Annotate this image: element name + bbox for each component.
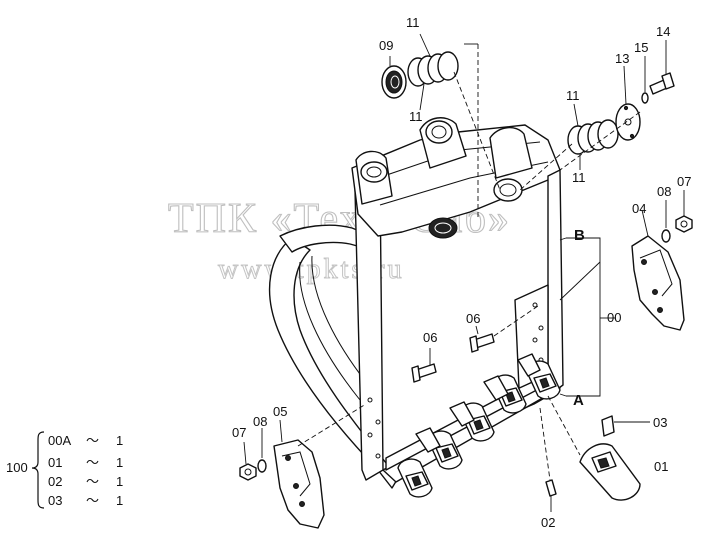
tooth-point-01 (547, 395, 641, 501)
callout-labels: 00 01 02 03 04 05 06 06 07 07 08 08 09 1… (232, 15, 691, 530)
callout-01: 01 (654, 459, 668, 474)
bom-row-sep: ～ (86, 433, 99, 448)
bom-row-qty: 1 (116, 474, 123, 489)
bom-row-code: 03 (48, 493, 62, 508)
bom-row-code: 00A (48, 433, 71, 448)
point-a-label: A (573, 392, 584, 409)
bucket-body (268, 117, 564, 489)
bolt-14 (559, 40, 675, 171)
bushing-09 (381, 56, 407, 99)
shims-11-right (519, 103, 619, 191)
nut-07-left (239, 441, 257, 481)
side-cutter-04 (631, 209, 685, 331)
callout-03: 03 (653, 415, 667, 430)
callout-06-right: 06 (466, 311, 480, 326)
nut-07-right (675, 190, 693, 233)
bom-row: 03 ～ 1 (48, 493, 123, 508)
callout-05: 05 (273, 404, 287, 419)
bom-row-qty: 1 (116, 455, 123, 470)
callout-06-left: 06 (423, 330, 437, 345)
bom-row: 01 ～ 1 (48, 455, 123, 470)
callout-08-left: 08 (253, 414, 267, 429)
washer-15 (641, 56, 649, 104)
assembly-bracket (559, 237, 616, 397)
shims-11-upper (407, 33, 501, 218)
point-b-label: B (574, 227, 585, 244)
bom-row-sep: ～ (86, 474, 99, 489)
callout-14: 14 (656, 24, 670, 39)
pin-02 (539, 407, 557, 512)
bom-row-code: 02 (48, 474, 62, 489)
callout-07-left: 07 (232, 425, 246, 440)
bill-of-materials: 100 00A ～ 1 01 ～ 1 02 ～ 1 03 ～ 1 (6, 431, 123, 509)
callout-04: 04 (632, 201, 646, 216)
plate-13 (615, 65, 641, 141)
bolt-06-right (469, 305, 539, 353)
callout-09: 09 (379, 38, 393, 53)
bom-row: 02 ～ 1 (48, 474, 123, 489)
bom-row-qty: 1 (116, 433, 123, 448)
retainer-03 (601, 415, 650, 437)
washer-08-left (257, 428, 267, 473)
callout-00: 00 (607, 310, 621, 325)
callout-11-right-bottom: 11 (572, 170, 586, 185)
callout-11-top: 11 (406, 15, 420, 30)
callout-11-right-top: 11 (566, 88, 580, 103)
callout-11-mid: 11 (409, 109, 423, 124)
bom-row-code: 01 (48, 455, 62, 470)
teeth-row (397, 353, 561, 498)
callout-08-right: 08 (657, 184, 671, 199)
side-cutter-05 (273, 403, 367, 529)
callout-07-right: 07 (677, 174, 691, 189)
washer-08-right (661, 200, 671, 243)
bolt-06-left (411, 348, 437, 383)
bom-row-sep: ～ (86, 493, 99, 508)
bom-row-qty: 1 (116, 493, 123, 508)
bom-assembly-number: 100 (6, 460, 28, 475)
callout-13: 13 (615, 51, 629, 66)
bom-row: 00A ～ 1 (48, 433, 123, 448)
callout-02: 02 (541, 515, 555, 530)
callout-15: 15 (634, 40, 648, 55)
bom-row-sep: ～ (86, 455, 99, 470)
